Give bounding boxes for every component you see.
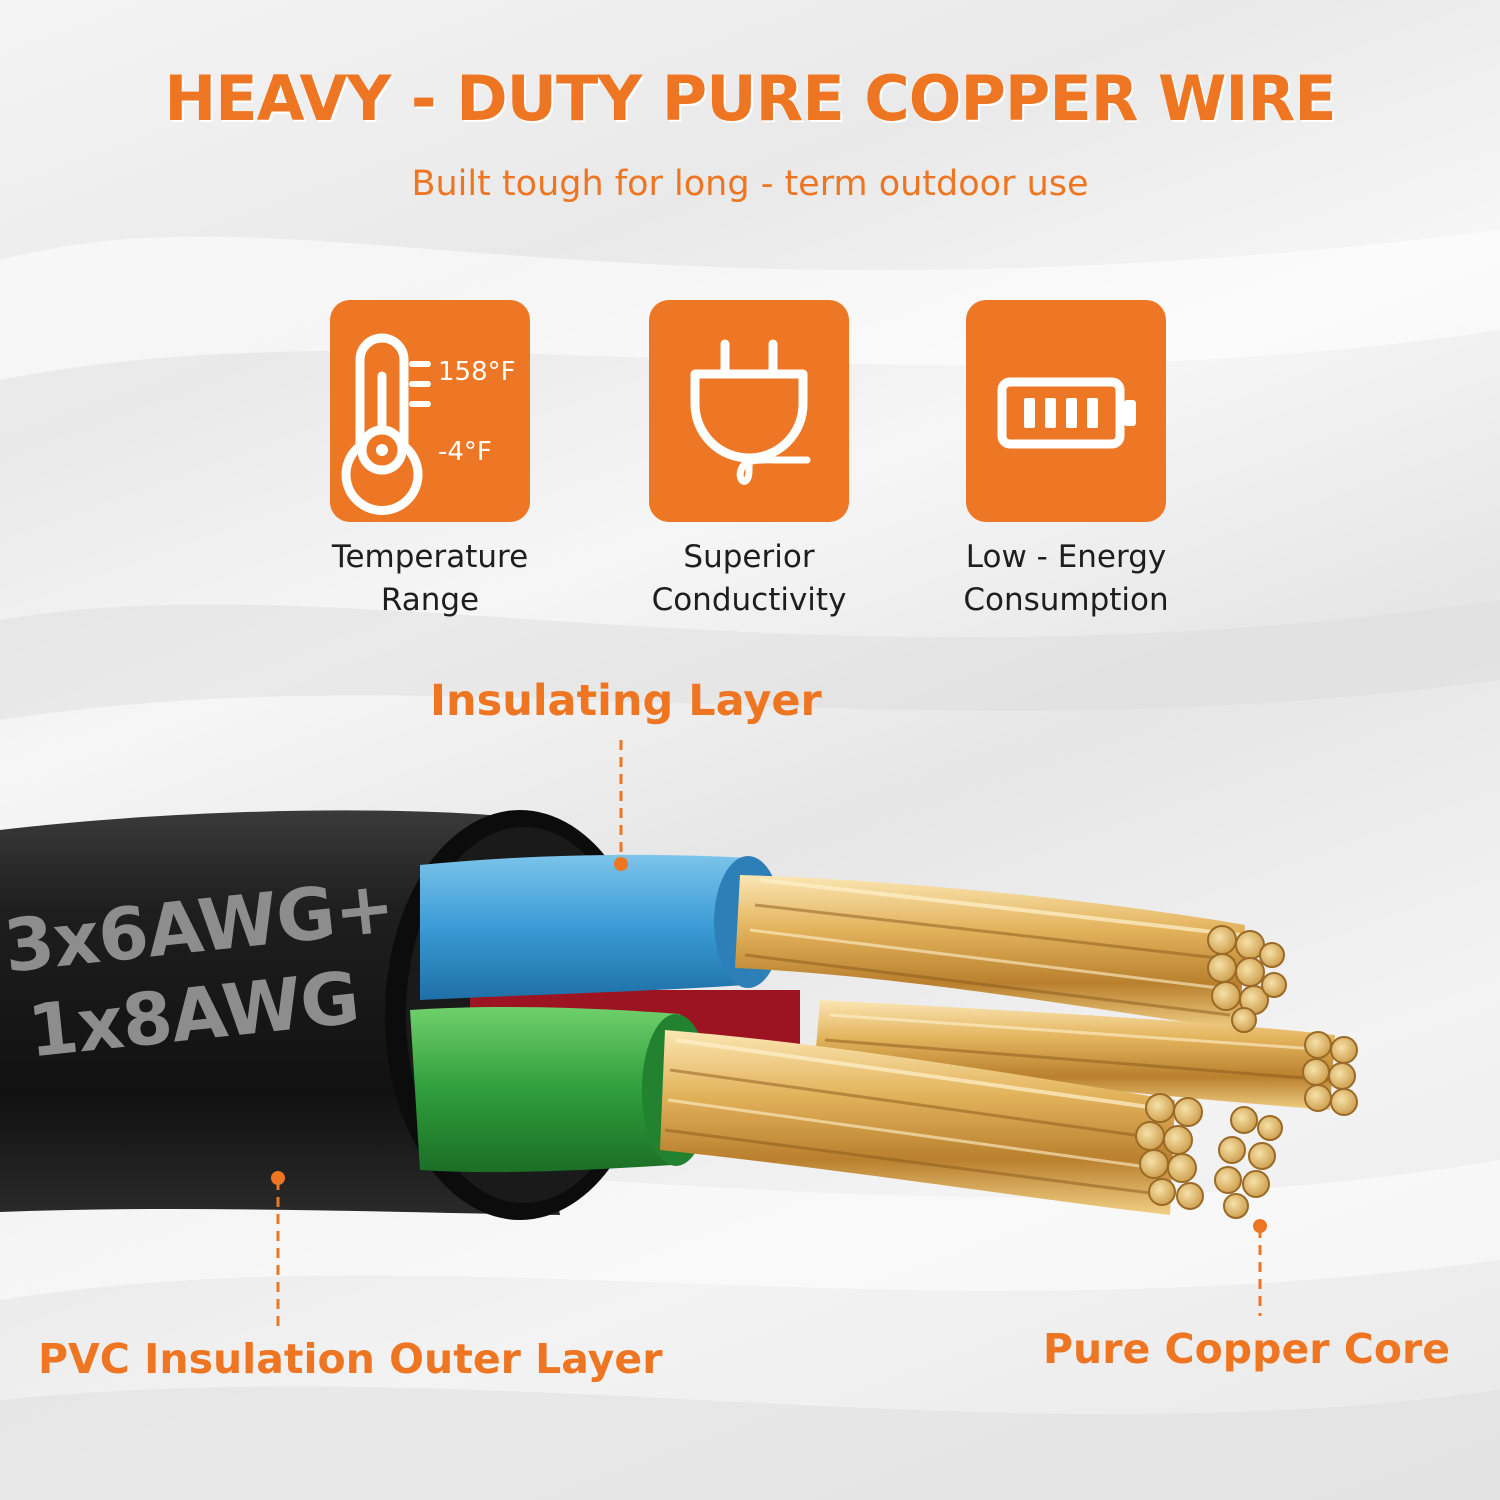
feature-tile bbox=[649, 300, 849, 522]
feature-caption: Low - Energy Consumption bbox=[926, 536, 1206, 622]
feature-tile: 158°F -4°F bbox=[330, 300, 530, 522]
callout-pure-copper-core: Pure Copper Core bbox=[1043, 1325, 1451, 1373]
feature-caption: Temperature Range bbox=[290, 536, 570, 622]
feature-tile bbox=[966, 300, 1166, 522]
thermometer-icon: 158°F -4°F bbox=[341, 333, 516, 515]
caption-line: Superior bbox=[683, 539, 815, 575]
battery-icon bbox=[997, 377, 1136, 449]
plug-icon bbox=[690, 339, 811, 485]
callout-insulating-layer: Insulating Layer bbox=[430, 676, 822, 726]
copper-strand-ends bbox=[1135, 925, 1358, 1219]
caption-line: Range bbox=[380, 582, 480, 618]
feature-superior-conductivity: Superior Conductivity bbox=[609, 300, 889, 622]
copper-strands-middle bbox=[815, 1000, 1335, 1110]
caption-line: Consumption bbox=[963, 582, 1169, 618]
green-wire bbox=[410, 1007, 680, 1173]
temp-high-label: 158°F bbox=[438, 357, 516, 387]
temp-low-label: -4°F bbox=[438, 437, 492, 467]
caption-line: Conductivity bbox=[651, 582, 847, 618]
caption-line: Low - Energy bbox=[965, 539, 1167, 575]
callout-pvc-outer-layer: PVC Insulation Outer Layer bbox=[38, 1335, 663, 1383]
page-subtitle: Built tough for long - term outdoor use bbox=[411, 164, 1089, 204]
copper-strands-upper bbox=[735, 875, 1245, 1030]
feature-temperature-range: 158°F -4°F Temperature Range bbox=[290, 300, 570, 622]
page-title: HEAVY - DUTY PURE COPPER WIRE bbox=[164, 62, 1336, 135]
copper-strands-lower bbox=[660, 1030, 1175, 1215]
blue-wire bbox=[420, 854, 750, 1000]
caption-line: Temperature bbox=[331, 539, 529, 575]
feature-low-energy-consumption: Low - Energy Consumption bbox=[926, 300, 1206, 622]
feature-caption: Superior Conductivity bbox=[609, 536, 889, 622]
